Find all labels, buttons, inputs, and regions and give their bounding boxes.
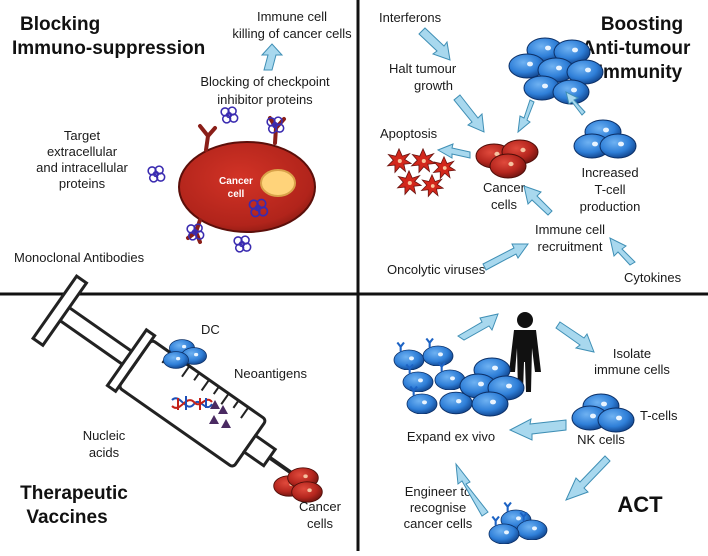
cytokines-label: Cytokines [624, 270, 682, 285]
quadrant-act: ACT Isolate immune cell [392, 312, 678, 544]
apoptotic-cell-icon [411, 148, 436, 173]
apoptotic-cells [387, 148, 456, 197]
t-cell-production-cluster [573, 119, 637, 159]
isolate-label-1: Isolate [613, 346, 651, 361]
q2-cancer-label-1: Cancer [483, 180, 526, 195]
target-label-3: and intracellular [36, 160, 128, 175]
q4-title: ACT [617, 492, 663, 517]
isolate-label-2: immune cells [594, 362, 670, 377]
dc-label: DC [201, 322, 220, 337]
dna-icon [171, 396, 213, 410]
apoptotic-cell-icon [397, 170, 422, 195]
engineered-cells-bottom [487, 501, 549, 544]
quadrant-blocking-immunosuppression: Blocking Immuno-suppression Immune cell … [12, 9, 352, 265]
vaccine-cancer-cells [273, 467, 323, 503]
q2-title-line3: Immunity [598, 62, 683, 83]
tcell-label-3: production [580, 199, 641, 214]
antibody-icon [233, 235, 252, 253]
tcells-label: T-cells [640, 408, 678, 423]
antibody-icon [147, 165, 166, 183]
process-arrow-icon [260, 43, 284, 71]
cancer-cell-icon: Cancer cell [178, 141, 316, 233]
process-arrow-icon [565, 455, 611, 501]
car-cell-icon [392, 341, 426, 370]
blue-immune-cell-icon [471, 391, 509, 417]
process-arrow-icon [523, 185, 553, 216]
q3-title-line2: Vaccines [26, 507, 107, 528]
process-arrow-icon [457, 313, 499, 341]
isolated-immune-cells [571, 393, 635, 433]
immune-killing-label-2: killing of cancer cells [232, 26, 352, 41]
neoantigens-label: Neoantigens [234, 366, 307, 381]
dendritic-cell-icon [163, 339, 207, 369]
process-arrow-icon [565, 91, 586, 116]
target-label-1: Target [64, 128, 101, 143]
checkpoint-label-2: inhibitor proteins [217, 92, 313, 107]
tcell-label-1: Increased [581, 165, 638, 180]
checkpoint-label-1: Blocking of checkpoint [200, 74, 330, 89]
process-arrow-icon [609, 237, 636, 266]
quadrant-boosting-anti-tumour-immunity: Boosting Anti-tumour Immunity Interferon… [379, 10, 691, 285]
engineer-label-3: cancer cells [404, 516, 473, 531]
blue-immune-cell-icon [599, 133, 637, 159]
process-arrow-icon [455, 462, 489, 517]
expand-label: Expand ex vivo [407, 429, 495, 444]
q2-title-line2: Anti-tumour [582, 38, 691, 59]
syringe-icon [30, 274, 315, 491]
process-arrow-icon [436, 143, 471, 159]
antibodies-label: Monoclonal Antibodies [14, 250, 145, 265]
t-cell-cluster [508, 37, 604, 105]
car-cell-icon [421, 337, 455, 366]
blue-immune-cell-icon [597, 407, 635, 433]
interferons-label: Interferons [379, 10, 442, 25]
halt-label-2: growth [414, 78, 453, 93]
apoptotic-cell-icon [387, 148, 412, 173]
target-label-4: proteins [59, 176, 106, 191]
process-arrow-icon [517, 99, 535, 134]
antibody-icon [220, 106, 239, 124]
oncolytic-label: Oncolytic viruses [387, 262, 486, 277]
tcell-label-2: T-cell [594, 182, 625, 197]
engineer-label-1: Engineer to [405, 484, 472, 499]
q2-cancer-label-2: cells [491, 197, 518, 212]
engineered-cells-cluster-left [392, 337, 473, 415]
process-arrow-icon [555, 321, 595, 353]
process-arrow-icon [508, 418, 567, 441]
nkcells-label: NK cells [577, 432, 625, 447]
quadrant-therapeutic-vaccines: Therapeutic Vaccines [20, 274, 342, 531]
q2-title-line1: Boosting [601, 14, 683, 35]
q1-title-line1: Blocking [20, 14, 100, 35]
q3-title-line1: Therapeutic [20, 483, 128, 504]
cancer-cell-icon [489, 153, 527, 179]
immune-killing-label-1: Immune cell [257, 9, 327, 24]
process-arrow-icon [418, 27, 451, 61]
cancer-cell-label-1: Cancer [219, 176, 253, 187]
recruit-label-2: recruitment [537, 239, 602, 254]
apoptosis-label: Apoptosis [380, 126, 438, 141]
target-label-2: extracellular [47, 144, 118, 159]
human-figure-icon [509, 312, 541, 392]
q3-cancer-label-2: cells [307, 516, 334, 531]
apoptotic-cell-icon [433, 156, 456, 179]
neoantigen-icon [209, 400, 231, 428]
process-arrow-icon [482, 243, 529, 271]
process-arrow-icon [453, 94, 485, 133]
recruit-label-1: Immune cell [535, 222, 605, 237]
cancer-cell-label-2: cell [228, 189, 245, 200]
nucleic-label-2: acids [89, 445, 120, 460]
halt-label-1: Halt tumour [389, 61, 457, 76]
q3-cancer-label-1: Cancer [299, 499, 342, 514]
nucleic-label-1: Nucleic [83, 428, 126, 443]
engineer-label-2: recognise [410, 500, 466, 515]
cancer-cells-cluster [475, 139, 539, 179]
q1-title-line2: Immuno-suppression [12, 38, 205, 59]
